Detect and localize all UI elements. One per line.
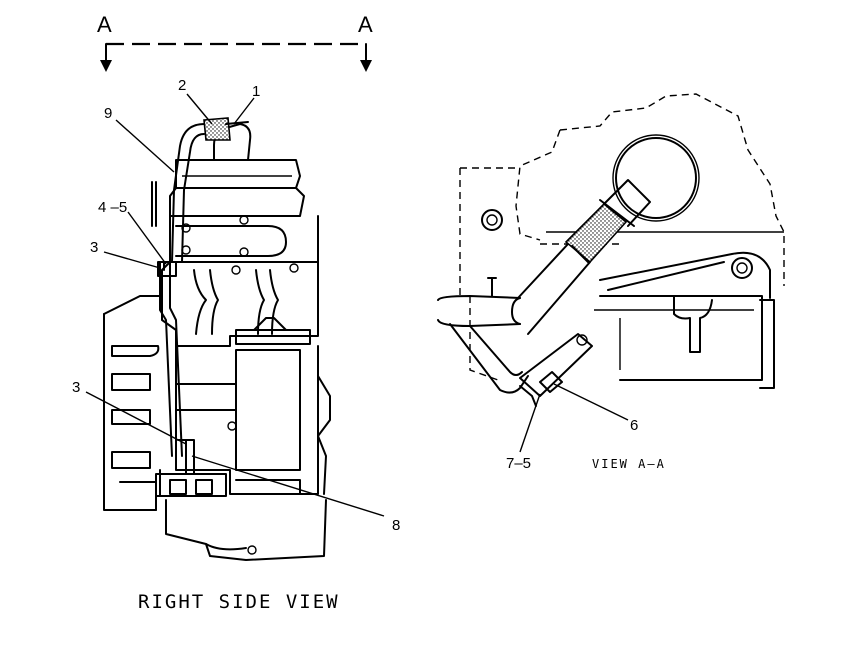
- callout-3-lower: 3: [72, 379, 80, 396]
- caption-right-side-view: RIGHT SIDE VIEW: [138, 591, 340, 613]
- callout-2: 2: [178, 77, 186, 94]
- callout-7-5: 7–5: [506, 455, 531, 472]
- callout-6: 6: [630, 417, 638, 434]
- section-letter-left: A: [97, 12, 112, 37]
- caption-view-a-a: VIEW A–A: [592, 457, 666, 471]
- section-cut-line: A A: [97, 12, 373, 72]
- callout-9: 9: [104, 105, 112, 122]
- callout-3-upper: 3: [90, 239, 98, 256]
- callout-4-5: 4 –5: [98, 199, 127, 216]
- right-view-leaders: [85, 93, 385, 517]
- section-letter-right: A: [358, 12, 373, 37]
- callout-8: 8: [392, 517, 400, 534]
- callout-1: 1: [252, 83, 260, 100]
- view-a-a-leaders: [519, 383, 629, 453]
- view-a-a-drawing: [437, 93, 785, 407]
- right-side-view-drawing: [103, 117, 331, 561]
